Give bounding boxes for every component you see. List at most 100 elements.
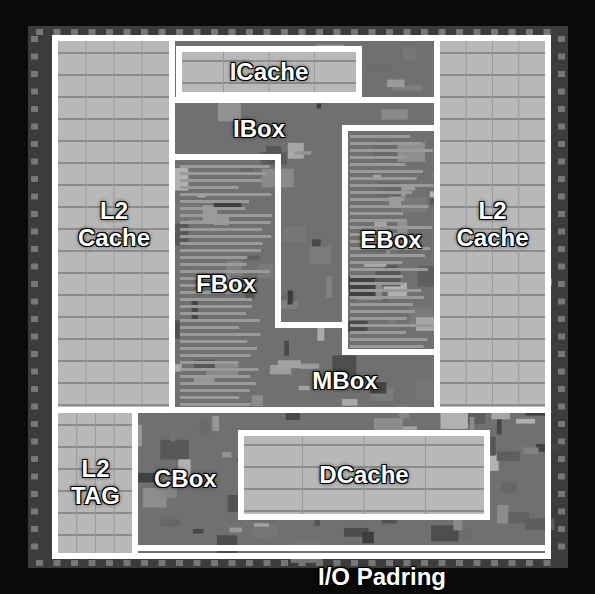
bond-pad [106, 29, 113, 35]
circuit-texture [160, 519, 180, 526]
bond-pad [31, 176, 38, 182]
circuit-texture [299, 386, 310, 390]
circuit-texture [137, 473, 155, 483]
array-cells [58, 413, 133, 553]
datapath-stripe [180, 256, 247, 259]
array-cells [178, 49, 360, 95]
bond-pad [31, 351, 38, 357]
circuit-texture [193, 529, 203, 534]
bond-pad [334, 29, 341, 35]
datapath-stripe [180, 312, 246, 315]
datapath-stripe [350, 268, 428, 271]
bond-pad [558, 159, 565, 165]
bond-pad [31, 474, 38, 480]
bond-pad [558, 369, 565, 375]
datapath-stripe [350, 191, 412, 194]
bond-pad [558, 54, 565, 60]
bond-pad [421, 29, 428, 35]
bond-pad [31, 159, 38, 165]
bond-pad [194, 29, 201, 35]
circuit-texture [366, 65, 391, 72]
bond-pad [36, 560, 43, 566]
unit-box: ICache [176, 46, 362, 98]
bond-pad [31, 421, 38, 427]
circuit-texture [252, 527, 278, 538]
bond-pad [386, 29, 393, 35]
bond-pad [194, 560, 201, 566]
bond-pad [474, 29, 481, 35]
bond-pad [558, 264, 565, 270]
datapath-stripe [350, 282, 404, 285]
circuit-texture [200, 420, 210, 435]
bond-pad [558, 246, 565, 252]
bond-pad [558, 316, 565, 322]
datapath-stripe [180, 214, 272, 217]
datapath-stripe [180, 172, 267, 175]
bond-pad [456, 560, 463, 566]
datapath-stripe [350, 184, 434, 187]
array-cells [440, 41, 545, 408]
datapath-stripe [180, 179, 262, 182]
bond-pad [526, 29, 533, 35]
datapath-stripe [350, 296, 424, 299]
circuit-texture [523, 447, 538, 454]
bond-pad [558, 421, 565, 427]
unit-region: CBoxDCache [138, 413, 545, 546]
datapath-stripe [180, 242, 263, 245]
bond-pad [299, 29, 306, 35]
bond-pad [176, 29, 183, 35]
core-outline [55, 38, 548, 556]
bond-pad [246, 560, 253, 566]
frame-line [172, 157, 345, 325]
bond-pad [229, 560, 236, 566]
bond-pad [369, 29, 376, 35]
datapath-stripe [180, 305, 252, 308]
bond-pad [31, 141, 38, 147]
circuit-texture [281, 296, 288, 300]
frame-line [169, 38, 175, 410]
circuit-texture [288, 143, 304, 159]
datapath-stripe [350, 163, 405, 166]
bond-pad [141, 560, 148, 566]
bond-pad [558, 36, 565, 42]
bond-pad [31, 211, 38, 217]
bond-pad [558, 474, 565, 480]
unit-region: EBox [348, 131, 434, 349]
bond-pad [558, 509, 565, 515]
bond-pad [558, 176, 565, 182]
region-frame [55, 38, 548, 556]
memory-array [440, 41, 545, 408]
circuit-texture [160, 440, 188, 460]
bond-pad [558, 404, 565, 410]
circuit-texture [175, 204, 203, 220]
bond-pad [439, 29, 446, 35]
datapath-stripe [350, 345, 424, 348]
bond-pad [31, 404, 38, 410]
bond-pad [558, 71, 565, 77]
circuit-texture [401, 197, 427, 212]
bond-pad [31, 71, 38, 77]
circuit-texture [212, 416, 219, 431]
bond-pad [36, 29, 43, 35]
datapath-stripe [350, 156, 407, 159]
datapath-stripe [350, 198, 404, 201]
memory-array [178, 49, 360, 95]
circuit-texture [342, 399, 358, 406]
bond-pad [31, 194, 38, 200]
unit-box: DCache [238, 430, 490, 520]
datapath-stripe [180, 340, 247, 343]
unit-name: L2 Cache [456, 198, 528, 252]
datapath-stripe [180, 333, 261, 336]
bond-pad [558, 229, 565, 235]
bond-pad [558, 299, 565, 305]
bond-pad [31, 124, 38, 130]
bond-pad [526, 560, 533, 566]
circuit-texture [291, 541, 322, 562]
unit-name: ICache [230, 59, 309, 86]
bond-pad [544, 29, 551, 35]
datapath-stripe [350, 254, 425, 257]
unit-name: IBox [233, 116, 285, 143]
bond-pad [71, 560, 78, 566]
bond-pad [89, 29, 96, 35]
unit-region: FBox [176, 160, 276, 408]
